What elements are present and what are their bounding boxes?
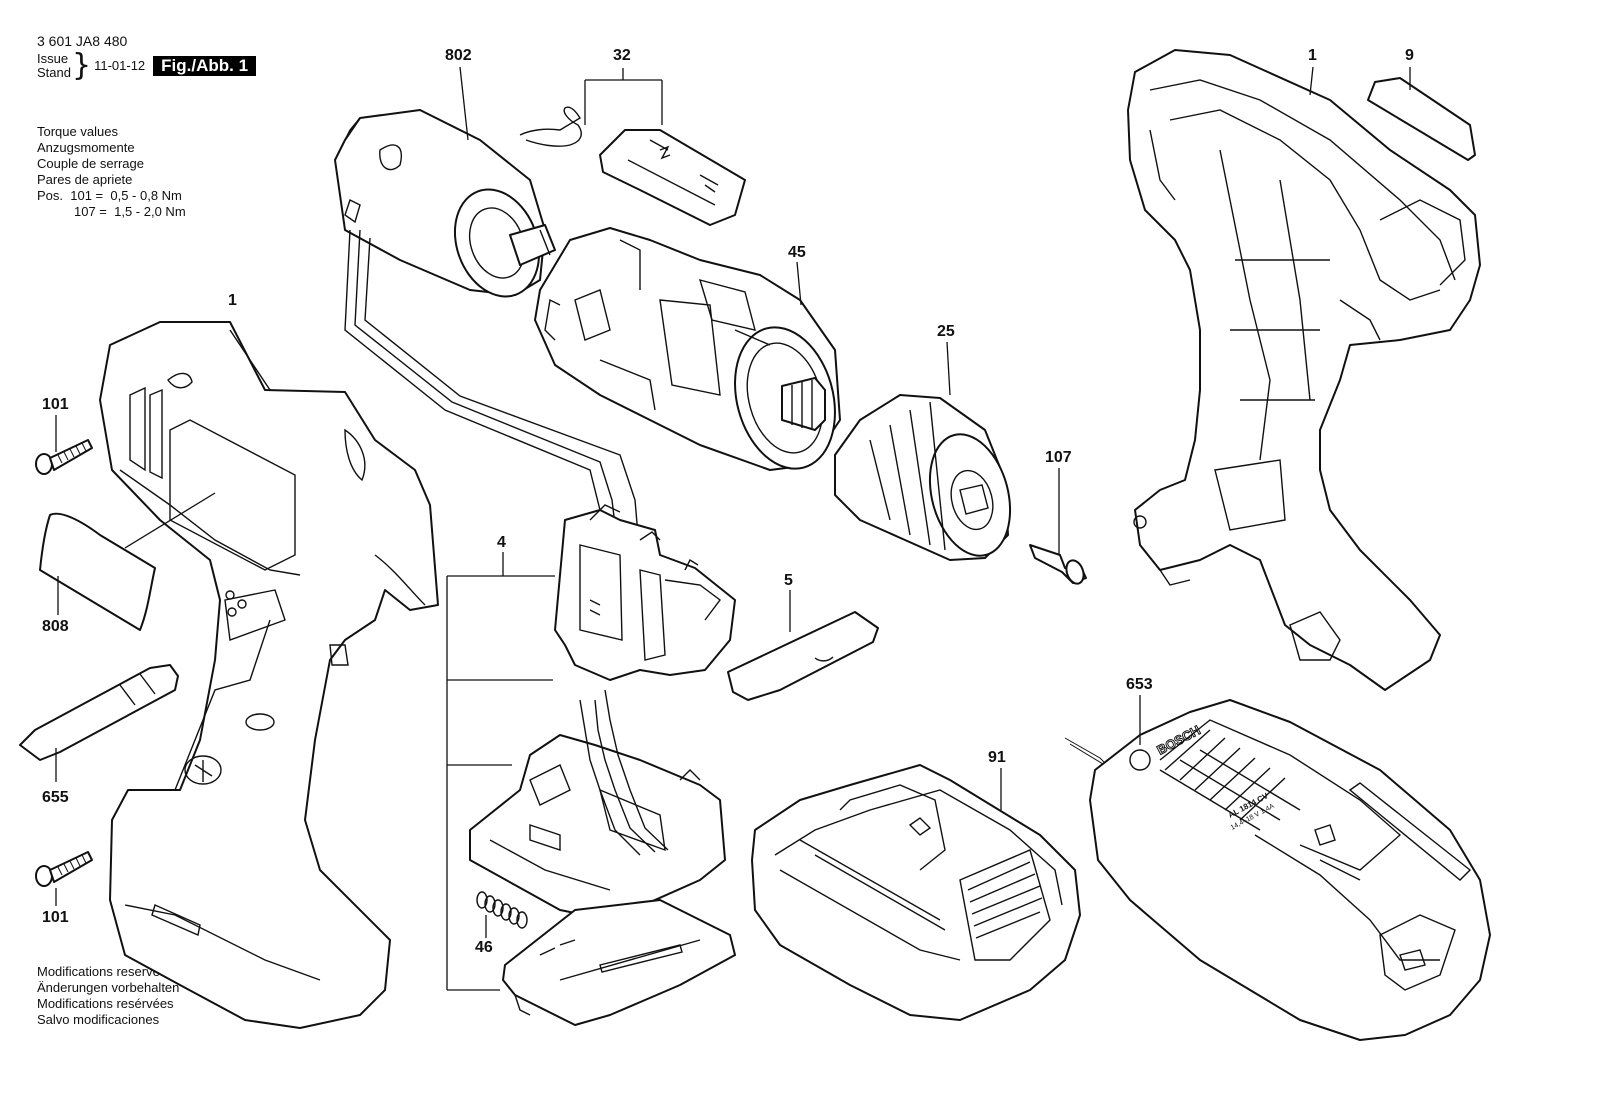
wire-clip-32 xyxy=(519,106,582,147)
callout-4: 4 xyxy=(497,534,506,551)
issue-date: 11-01-12 xyxy=(94,58,146,73)
slide-switch-32 xyxy=(599,129,746,226)
label-9 xyxy=(1367,77,1476,161)
issue-block: Issue Stand } 11-01-12 Fig./Abb. 1 xyxy=(37,48,257,83)
modifications-line: Salvo modificaciones xyxy=(37,1012,160,1027)
stand-label: Stand xyxy=(37,65,71,80)
modifications-line: Modifications reserved xyxy=(37,964,168,979)
document-number: 3 601 JA8 480 xyxy=(37,33,128,49)
screw-107 xyxy=(1029,544,1087,585)
modifications-block: Modifications reserved Änderungen vorbeh… xyxy=(37,964,179,1028)
torque-pos-107: 107 = 1,5 - 2,0 Nm xyxy=(74,204,186,219)
callout-808: 808 xyxy=(42,618,69,635)
lock-5 xyxy=(727,611,879,701)
housing-right xyxy=(1127,49,1481,691)
housing-left xyxy=(99,321,439,1029)
callout-1-left: 1 xyxy=(228,292,237,309)
motor-802 xyxy=(334,109,556,298)
screw-101-bottom xyxy=(35,851,93,887)
label-808 xyxy=(39,512,156,631)
battery-plate-4 xyxy=(502,899,736,1026)
callout-9: 9 xyxy=(1405,47,1414,64)
figure-label: Fig./Abb. 1 xyxy=(153,56,257,76)
spring-46 xyxy=(476,891,528,929)
modifications-line: Änderungen vorbehalten xyxy=(37,980,180,995)
issue-labels: Issue Stand xyxy=(37,52,71,80)
torque-values-block: Torque values Anzugsmomente Couple de se… xyxy=(37,124,186,220)
torque-line: Couple de serrage xyxy=(37,156,144,171)
switch-4 xyxy=(554,504,736,681)
brace: } xyxy=(71,48,92,83)
callout-5: 5 xyxy=(784,572,793,589)
battery-contact-4 xyxy=(469,689,726,921)
modifications-line: Modifications resérvées xyxy=(37,996,174,1011)
gearbox-45 xyxy=(534,227,841,471)
callout-46: 46 xyxy=(475,939,493,956)
callout-91: 91 xyxy=(988,749,1006,766)
screw-101-top xyxy=(35,439,93,475)
callout-655: 655 xyxy=(42,789,69,806)
battery-91 xyxy=(751,764,1081,1021)
callout-101-top: 101 xyxy=(42,396,69,413)
callout-101-bottom: 101 xyxy=(42,909,69,926)
callout-653: 653 xyxy=(1126,676,1153,693)
bit-655 xyxy=(19,664,179,761)
torque-line: Torque values xyxy=(37,124,118,139)
callout-107: 107 xyxy=(1045,449,1072,466)
torque-pos-101: Pos. 101 = 0,5 - 0,8 Nm xyxy=(37,188,182,203)
callout-1-right: 1 xyxy=(1308,47,1317,64)
issue-label: Issue xyxy=(37,51,69,66)
callout-45: 45 xyxy=(788,244,806,261)
callout-32: 32 xyxy=(613,47,631,64)
callout-802: 802 xyxy=(445,47,472,64)
torque-line: Anzugsmomente xyxy=(37,140,135,155)
chuck-25 xyxy=(834,394,1012,561)
callout-25: 25 xyxy=(937,323,955,340)
torque-line: Pares de apriete xyxy=(37,172,133,187)
charger-653: BOSCH AL 1814 CV 14,4–18 V 1,4A xyxy=(1064,699,1491,1041)
